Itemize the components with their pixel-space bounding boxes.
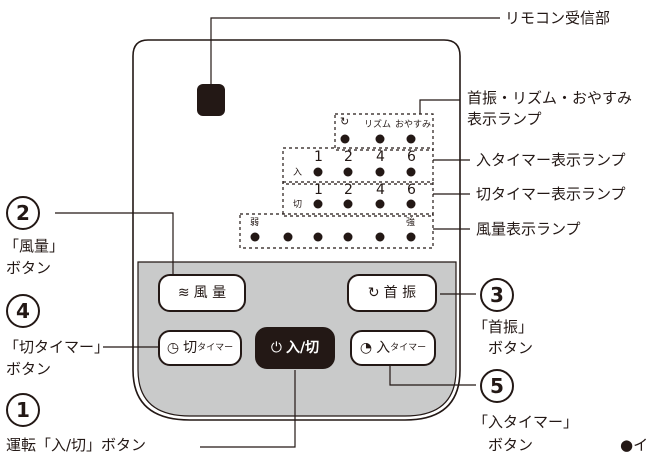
swing-mode-icon: ↻ <box>340 115 350 128</box>
leader-lines <box>55 17 500 448</box>
off-timer-button-label-1: 「切タイマー」 <box>4 338 110 356</box>
wind-lamp-label: 風量表示ランプ <box>476 220 581 238</box>
off-hour-4: 4 <box>376 182 385 198</box>
clock-icon: ◷ <box>166 340 180 356</box>
receiver-label: リモコン受信部 <box>505 9 611 27</box>
swing-button-label-2: ボタン <box>488 339 534 357</box>
weak-label: 弱 <box>250 218 260 228</box>
wind-button-label-1: 「風量」 <box>4 237 65 255</box>
wind-button-text: 風 量 <box>193 285 227 301</box>
timer-icon: ◔ <box>359 340 373 356</box>
number-5: 5 <box>480 369 514 403</box>
number-2: 2 <box>6 196 40 230</box>
off-timer-button[interactable]: ◷ 切 タイマー <box>158 330 242 366</box>
off-prefix: 切 <box>293 200 303 210</box>
swing-button[interactable]: ↻ 首 振 <box>347 274 437 312</box>
on-prefix: 入 <box>293 168 303 178</box>
on-hour-1: 1 <box>314 149 323 165</box>
off-timer-lamps <box>313 199 416 209</box>
swing-lamp-label-2: 表示ランプ <box>467 110 542 128</box>
on-hour-2: 2 <box>344 149 353 165</box>
swing-lamps <box>340 134 416 144</box>
on-hour-4: 4 <box>376 149 385 165</box>
on-timer-button-suffix: タイマー <box>390 343 427 353</box>
wind-lamps <box>250 232 416 242</box>
off-timer-lamp-label: 切タイマー表示ランプ <box>476 185 626 203</box>
number-1: 1 <box>6 393 40 427</box>
swing-lamp-label-1: 首振・リズム・おやすみ <box>467 89 633 107</box>
off-timer-button-suffix: タイマー <box>197 343 234 353</box>
wind-button[interactable]: ≋ 風 量 <box>158 274 246 312</box>
rhythm-label: リズム <box>364 120 392 130</box>
sleep-label: おやすみ <box>395 120 432 130</box>
lamp-boxes <box>239 113 434 249</box>
power-button-label: 運転「入/切」ボタン <box>6 436 147 454</box>
power-button-text: 入/切 <box>285 340 320 356</box>
on-timer-button-text: 入 <box>376 340 391 356</box>
swing-button-text: 首 振 <box>383 285 417 301</box>
on-timer-button[interactable]: ◔ 入 タイマー <box>350 330 436 366</box>
on-timer-button-label-2: ボタン <box>488 436 534 454</box>
on-hour-6: 6 <box>407 149 416 165</box>
off-hour-1: 1 <box>314 182 323 198</box>
number-4: 4 <box>6 294 40 328</box>
off-hour-2: 2 <box>344 182 353 198</box>
strong-label: 強 <box>406 218 416 228</box>
number-3: 3 <box>480 278 514 312</box>
swing-icon: ↻ <box>367 285 380 301</box>
off-timer-button-text: 切 <box>183 340 198 356</box>
on-timer-lamp-label: 入タイマー表示ランプ <box>476 151 626 169</box>
off-hour-6: 6 <box>407 182 416 198</box>
on-timer-button-label-1: 「入タイマー」 <box>473 413 579 431</box>
receiver-window <box>197 84 225 116</box>
on-timer-lamps <box>313 167 416 177</box>
wind-icon: ≋ <box>177 285 190 301</box>
power-button[interactable]: ⏻ 入/切 <box>255 327 335 369</box>
wind-button-label-2: ボタン <box>6 259 52 277</box>
off-timer-button-label-2: ボタン <box>6 360 52 378</box>
swing-button-label-1: 「首振」 <box>473 318 534 336</box>
power-icon: ⏻ <box>270 340 282 356</box>
footnote: ●イ <box>620 436 649 454</box>
